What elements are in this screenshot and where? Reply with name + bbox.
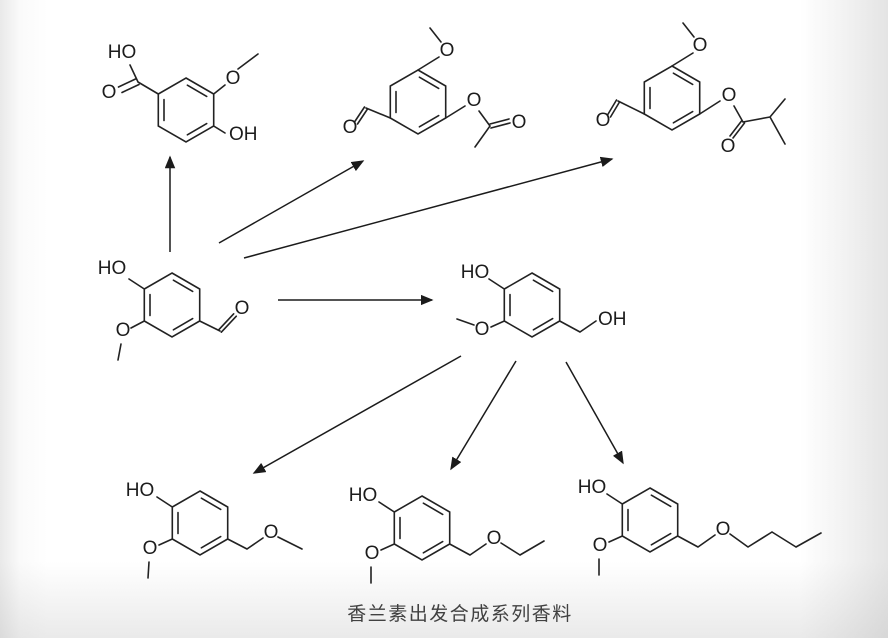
skeletal-bonds — [617, 22, 786, 145]
atom-label-o: O — [475, 319, 490, 340]
scheme-caption: 香兰素出发合成系列香料 — [347, 604, 573, 625]
atom-label-o: O — [721, 136, 736, 157]
skeletal-bonds — [147, 496, 303, 579]
double-bond — [217, 313, 238, 333]
molecule-vanillin-acetate: O O O O — [343, 27, 527, 148]
atom-label-o: O — [343, 117, 358, 138]
benzene-ring — [389, 69, 447, 135]
atom-label-o: O — [365, 543, 380, 564]
atom-label-o: O — [264, 522, 279, 543]
atom-label-o: O — [512, 112, 527, 133]
atom-label-ho: HO — [98, 258, 127, 279]
skeletal-bonds — [129, 53, 259, 134]
atom-label-o: O — [722, 85, 737, 106]
atom-label-ho: HO — [126, 480, 155, 501]
arrow-alcohol-to-ethyl-ether — [450, 360, 517, 471]
atom-label-o: O — [102, 82, 117, 103]
skeletal-bonds — [117, 278, 221, 361]
atom-label-ho: HO — [461, 262, 490, 283]
skeletal-bonds — [370, 501, 545, 584]
atom-label-ho: HO — [578, 477, 607, 498]
skeletal-bonds — [598, 493, 822, 576]
atom-label-o: O — [487, 528, 502, 549]
double-bond — [117, 78, 140, 94]
molecule-vanillyl-alcohol: HO O OH — [456, 262, 627, 340]
atom-label-ho: HO — [108, 42, 137, 63]
molecule-vanillic-acid: HO O O OH — [102, 42, 259, 145]
molecule-vanillyl-methyl-ether: HO O O — [126, 480, 303, 579]
atom-label-o: O — [235, 298, 250, 319]
atom-label-oh: OH — [229, 124, 258, 145]
atom-label-ho: HO — [349, 485, 378, 506]
benzene-ring — [393, 495, 451, 561]
atom-label-o: O — [593, 535, 608, 556]
atom-label-o: O — [467, 90, 482, 111]
benzene-ring — [503, 272, 561, 338]
atom-label-o: O — [143, 538, 158, 559]
benzene-ring — [171, 490, 229, 556]
atom-label-o: O — [716, 519, 731, 540]
arrow-alcohol-to-butyl-ether — [565, 361, 624, 465]
atom-label-o: O — [440, 40, 455, 61]
benzene-ring — [157, 77, 215, 143]
arrow-vanillin-to-acetate — [218, 160, 365, 244]
atom-label-o: O — [596, 110, 611, 131]
skeletal-bonds — [456, 278, 597, 333]
molecule-vanillyl-butyl-ether: HO O O — [578, 477, 822, 576]
reaction-arrows — [164, 155, 624, 474]
atom-label-oh: OH — [598, 309, 627, 330]
arrow-alcohol-to-methyl-ether — [252, 355, 462, 474]
benzene-ring — [621, 487, 679, 553]
molecule-vanillyl-ethyl-ether: HO O O — [349, 485, 545, 584]
double-bond — [353, 106, 511, 129]
molecule-vanillin: HO O O — [98, 258, 250, 361]
double-bond — [606, 99, 746, 139]
molecule-vanillin-isobutyrate: O O O O — [596, 22, 786, 157]
skeletal-bonds — [365, 27, 491, 148]
arrow-vanillin-to-isobutyrate — [243, 156, 614, 259]
atom-label-o: O — [116, 320, 131, 341]
atom-label-o: O — [693, 35, 708, 56]
benzene-ring — [143, 272, 201, 338]
atom-label-o: O — [226, 68, 241, 89]
benzene-ring — [643, 65, 701, 131]
